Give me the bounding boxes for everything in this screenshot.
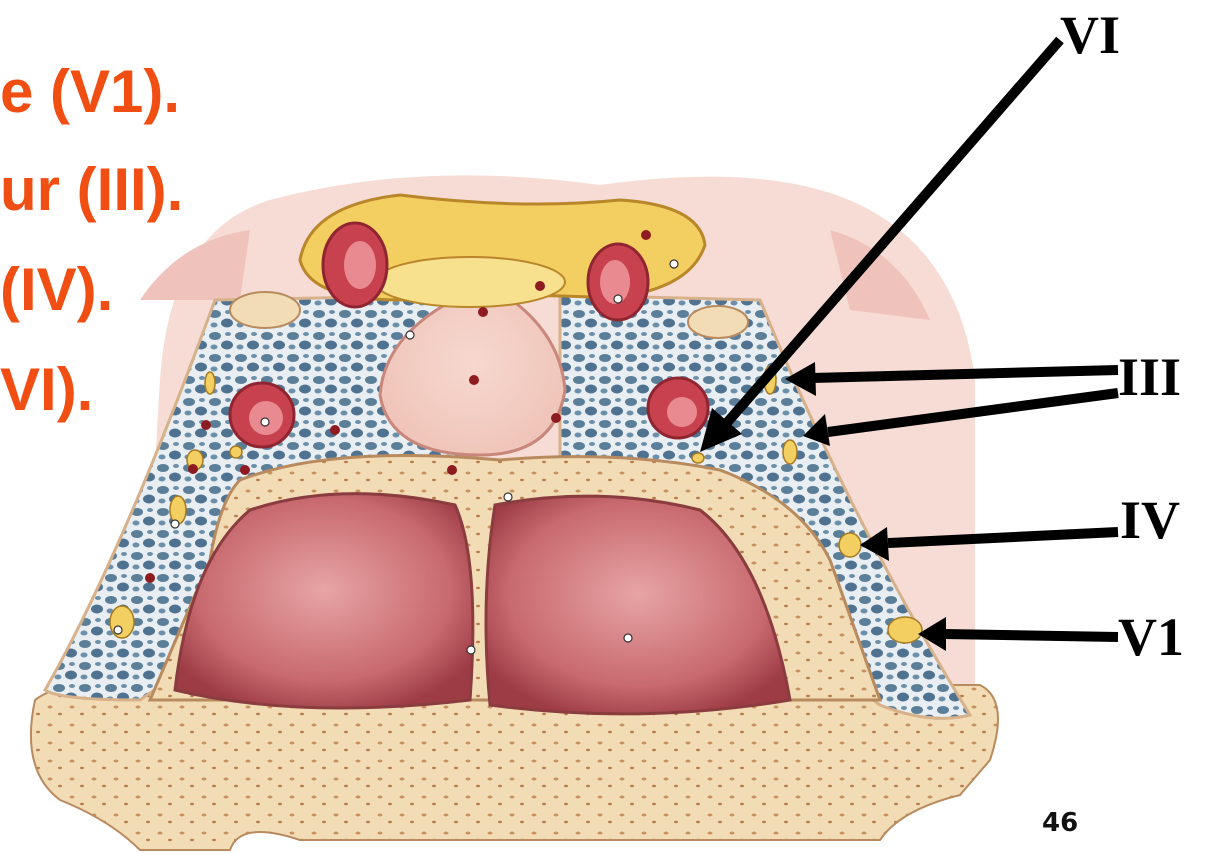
left-nerve-a — [205, 372, 215, 394]
right-oculomotor-nerve-b — [783, 440, 797, 464]
right-internal-carotid-lumen — [667, 397, 697, 427]
side-text-line-1: e (V1). — [0, 62, 180, 122]
label-v1: V1 — [1118, 610, 1184, 664]
left-nerve-e — [230, 446, 242, 458]
left-nerve-c — [170, 496, 186, 524]
label-iii: III — [1118, 350, 1181, 404]
label-iv: IV — [1120, 493, 1180, 547]
page-number: 46 — [1042, 808, 1078, 838]
arrow-v1 — [945, 634, 1118, 637]
left-carotid-upper-lumen — [344, 241, 376, 289]
right-abducens-nerve — [692, 453, 704, 463]
side-text-line-4: VI). — [0, 360, 93, 420]
right-trochlear-nerve — [839, 533, 861, 557]
right-clinoid — [688, 306, 748, 338]
side-text-line-2: ur (III). — [0, 160, 183, 220]
side-text-line-3: (IV). — [0, 260, 113, 320]
right-ophthalmic-nerve — [888, 617, 922, 643]
optic-tract — [375, 257, 565, 307]
label-vi: VI — [1060, 8, 1120, 62]
left-clinoid — [230, 292, 300, 328]
temporal-lobe-left — [140, 230, 250, 300]
left-nerve-d — [110, 606, 134, 638]
